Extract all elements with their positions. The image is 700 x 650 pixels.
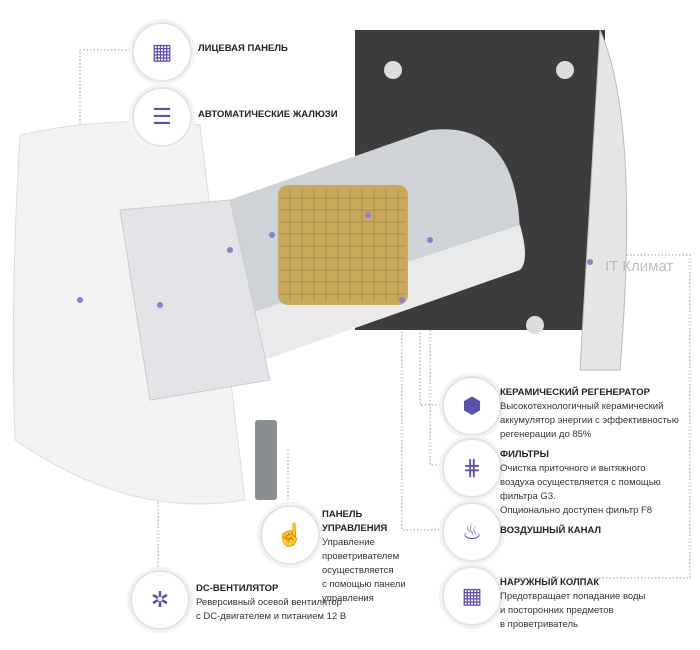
callout-dc-fan: DC-ВЕНТИЛЯТОР Реверсивный осевой вентилят…: [196, 582, 346, 624]
callout-shutters: АВТОМАТИЧЕСКИЕ ЖАЛЮЗИ: [198, 108, 338, 122]
callout-text: осуществляется: [322, 565, 394, 576]
grid-icon: ▦: [132, 22, 192, 82]
callout-title: УПРАВЛЕНИЯ: [322, 523, 388, 534]
callout-air-duct: ВОЗДУШНЫЙ КАНАЛ: [500, 524, 601, 538]
control-panel-device: [255, 420, 277, 500]
callout-filters: ФИЛЬТРЫ Очистка приточного и вытяжного воз…: [500, 448, 661, 518]
callout-title: КЕРАМИЧЕСКИЙ РЕГЕНЕРАТОР: [500, 387, 650, 398]
hexagons-icon: ⬢: [442, 376, 502, 436]
callout-text: с помощью панели: [322, 579, 406, 590]
screw-icon: [384, 61, 402, 79]
callout-text: с DC-двигателем и питанием 12 В: [196, 611, 347, 622]
grid-icon: ▦: [442, 566, 502, 626]
callout-text: регенерации до 85%: [500, 429, 592, 440]
callout-text: фильтра G3.: [500, 491, 556, 502]
watermark-logo: IT Климат: [605, 258, 674, 275]
fan-icon: ✲: [130, 570, 190, 630]
callout-title: ЛИЦЕВАЯ ПАНЕЛЬ: [198, 43, 288, 54]
callout-dots: [77, 212, 593, 308]
callout-title: ВОЗДУШНЫЙ КАНАЛ: [500, 525, 602, 536]
callout-title: НАРУЖНЫЙ КОЛПАК: [500, 577, 600, 588]
heat-waves-icon: ♨: [442, 502, 502, 562]
callout-text: Высокотехнологичный керамический: [500, 401, 664, 412]
shutters-icon: ☰: [132, 87, 192, 147]
regenerator-grid: [280, 190, 406, 300]
callout-text: проветривателем: [322, 551, 400, 562]
callout-title: АВТОМАТИЧЕСКИЕ ЖАЛЮЗИ: [198, 109, 338, 120]
ceramic-regenerator: [278, 185, 408, 305]
callout-text: и посторонних предметов: [500, 605, 614, 616]
callout-title: ПАНЕЛЬ: [322, 509, 363, 520]
screw-icon: [556, 61, 574, 79]
filter-icon: ⋕: [442, 438, 502, 498]
callout-text: Управление: [322, 537, 375, 548]
callout-text: воздуха осуществляется с помощью: [500, 477, 661, 488]
callout-front-panel: ЛИЦЕВАЯ ПАНЕЛЬ: [198, 42, 288, 56]
callout-text: управления: [322, 593, 374, 604]
touch-hand-icon: ☝: [260, 505, 320, 565]
callout-text: в проветриватель: [500, 619, 578, 630]
callout-text: Реверсивный осевой вентилятор: [196, 597, 342, 608]
callout-title: DC-ВЕНТИЛЯТОР: [196, 583, 279, 594]
callout-text: Предотвращает попадание воды: [500, 591, 646, 602]
callout-text: Очистка приточного и вытяжного: [500, 463, 646, 474]
outer-hood: [579, 29, 628, 371]
screw-icon: [526, 316, 544, 334]
callout-text: аккумулятор энергии с эффективностью: [500, 415, 679, 426]
callout-title: ФИЛЬТРЫ: [500, 449, 549, 460]
callout-outer-hood: НАРУЖНЫЙ КОЛПАК Предотвращает попадание в…: [500, 576, 645, 632]
callout-regenerator: КЕРАМИЧЕСКИЙ РЕГЕНЕРАТОР Высокотехнологич…: [500, 386, 679, 442]
callout-text: Опционально доступен фильтр F8: [500, 505, 653, 516]
callout-control-panel: ПАНЕЛЬ УПРАВЛЕНИЯ Управление проветривател…: [322, 508, 406, 606]
